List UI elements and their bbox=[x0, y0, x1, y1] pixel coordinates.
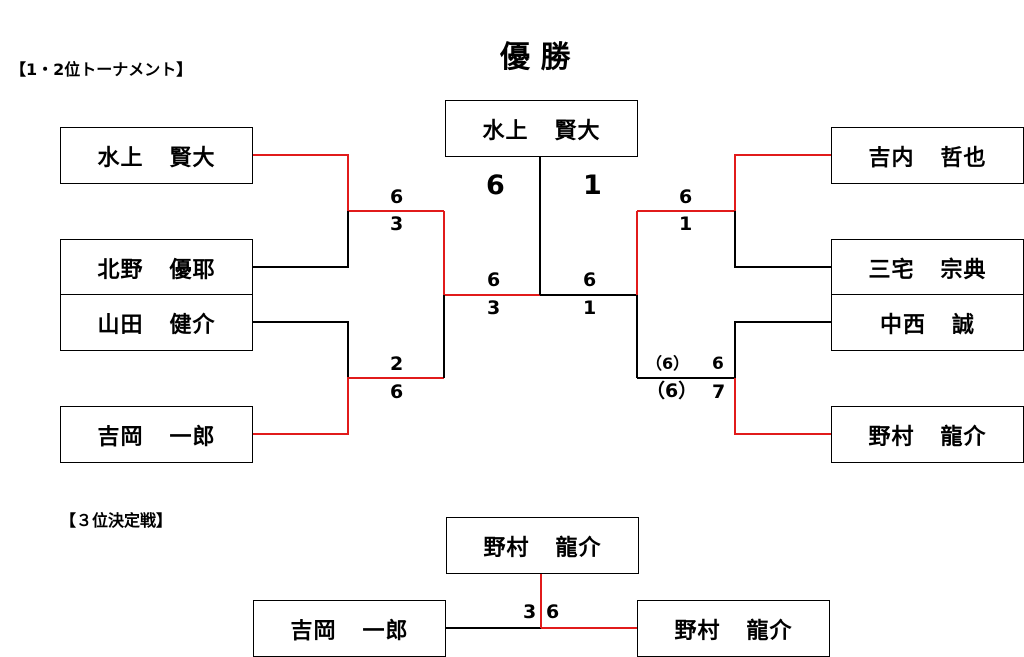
player-given: 優耶 bbox=[169, 257, 216, 283]
line-right3 bbox=[637, 321, 831, 379]
player-family: 野村 bbox=[674, 618, 721, 644]
player-box-right1: 吉内哲也 bbox=[831, 127, 1024, 184]
player-box-left4: 吉岡一郎 bbox=[60, 406, 253, 463]
player-given: 哲也 bbox=[940, 145, 987, 171]
score-qf-right-top-a: 6 bbox=[679, 186, 693, 208]
line-right1-winner bbox=[637, 154, 831, 212]
score-third-left: 3 bbox=[523, 601, 537, 623]
player-box-left2: 北野優耶 bbox=[60, 239, 253, 296]
player-family: 野村 bbox=[868, 424, 915, 450]
score-qf-left-bottom-b: 6 bbox=[390, 381, 404, 403]
score-sf-left-b: 3 bbox=[487, 297, 501, 319]
score-third-right: 6 bbox=[546, 601, 560, 623]
player-box-right4: 野村龍介 bbox=[831, 406, 1024, 463]
player-family: 野村 bbox=[483, 535, 530, 561]
player-given: 一郎 bbox=[362, 618, 409, 644]
player-given: 龍介 bbox=[746, 618, 793, 644]
player-given: 宗典 bbox=[940, 257, 987, 283]
score-sf-right-a: 6 bbox=[583, 269, 597, 291]
score-sf-left-a: 6 bbox=[487, 269, 501, 291]
line-right2 bbox=[734, 211, 831, 268]
player-family: 三宅 bbox=[868, 257, 915, 283]
third-place-winner-box: 野村龍介 bbox=[446, 517, 639, 574]
line-right4-winner bbox=[734, 378, 831, 435]
score-qf-right-bottom-a: 6 bbox=[712, 354, 724, 374]
score-qf-left-bottom-a: 2 bbox=[390, 353, 404, 375]
line-left2 bbox=[253, 211, 349, 268]
player-given: 龍介 bbox=[555, 535, 602, 561]
score-qf-right-bottom-tiebreak-a: （6） bbox=[646, 354, 690, 373]
third-place-right-box: 野村龍介 bbox=[637, 600, 830, 657]
score-qf-left-top-a: 6 bbox=[390, 186, 404, 208]
section-label-third: 【３位決定戦】 bbox=[60, 511, 173, 530]
player-family: 吉岡 bbox=[97, 424, 144, 450]
player-box-left1: 水上賢大 bbox=[60, 127, 253, 184]
third-place-left-box: 吉岡一郎 bbox=[253, 600, 446, 657]
score-sf-right-b: 1 bbox=[583, 297, 597, 319]
player-box-left3: 山田健介 bbox=[60, 294, 253, 351]
score-qf-right-bottom-b: 7 bbox=[712, 381, 726, 403]
player-family: 北野 bbox=[97, 257, 144, 283]
player-given: 誠 bbox=[952, 312, 976, 338]
player-given: 賢大 bbox=[169, 145, 216, 171]
player-family: 吉内 bbox=[868, 145, 915, 171]
player-family: 吉岡 bbox=[290, 618, 337, 644]
player-given: 賢大 bbox=[554, 118, 601, 144]
section-label-main: 【1・2位トーナメント】 bbox=[10, 60, 193, 79]
score-final-left: 6 bbox=[486, 170, 505, 201]
champion-box: 水上賢大 bbox=[445, 100, 638, 157]
score-qf-right-top-b: 1 bbox=[679, 213, 693, 235]
line-left4-winner bbox=[253, 377, 444, 435]
player-given: 一郎 bbox=[169, 424, 216, 450]
score-final-right: 1 bbox=[583, 170, 602, 201]
player-family: 水上 bbox=[482, 118, 529, 144]
line-left3 bbox=[253, 321, 349, 378]
player-family: 山田 bbox=[97, 312, 144, 338]
player-box-right3: 中西誠 bbox=[831, 294, 1024, 351]
page-title: 優 勝 bbox=[500, 40, 571, 75]
player-family: 水上 bbox=[97, 145, 144, 171]
player-given: 龍介 bbox=[940, 424, 987, 450]
score-qf-left-top-b: 3 bbox=[390, 213, 404, 235]
player-box-right2: 三宅宗典 bbox=[831, 239, 1024, 296]
score-qf-right-bottom-tiebreak-b: （6） bbox=[646, 380, 698, 402]
player-family: 中西 bbox=[879, 312, 926, 338]
player-given: 健介 bbox=[169, 312, 216, 338]
line-left1-winner bbox=[253, 154, 444, 212]
